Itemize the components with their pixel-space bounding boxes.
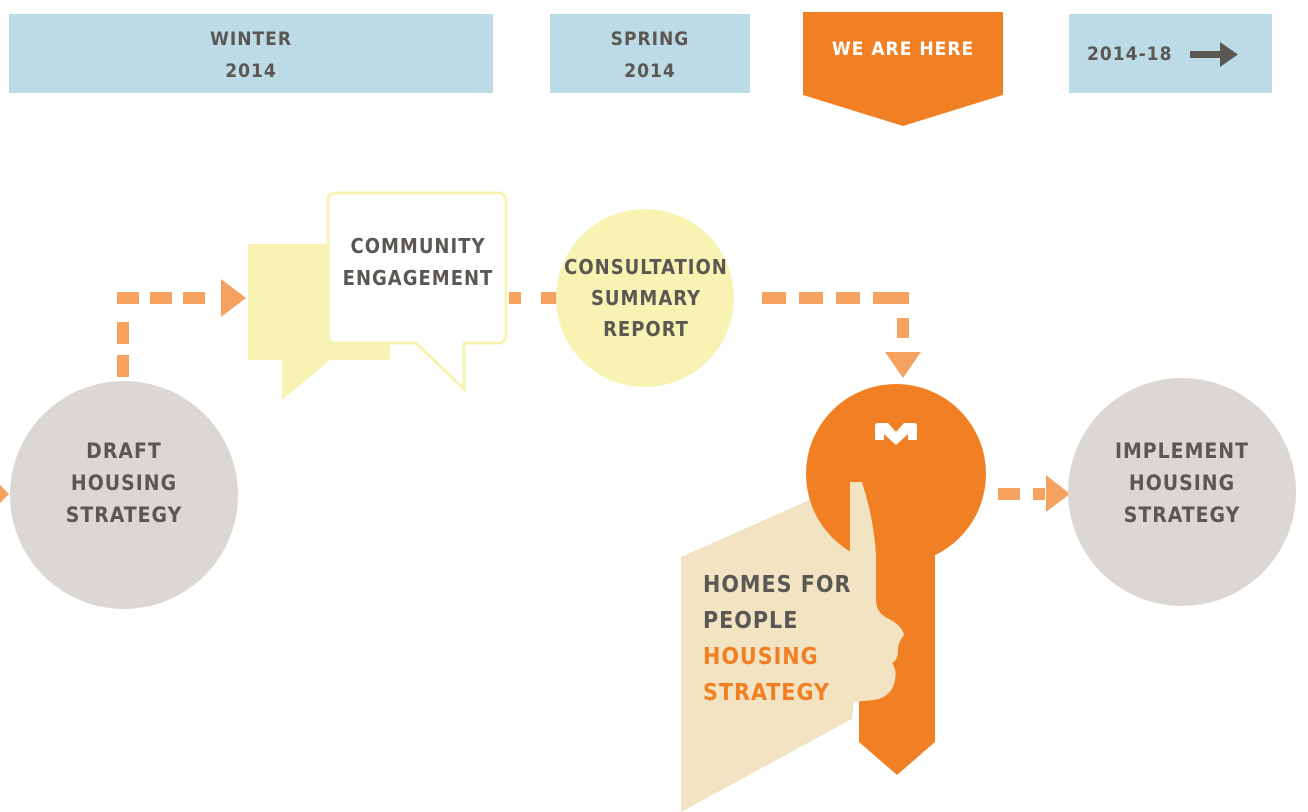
consultation-line3: REPORT [603,317,689,341]
community-line2: ENGAGEMENT [342,266,494,290]
key-label-line2: PEOPLE [703,608,799,634]
timeline-spring-2014: SPRING 2014 [550,14,750,93]
future-label: 2014-18 [1087,43,1173,65]
connector-key-to-implement [998,475,1070,512]
consultation-line1: CONSULTATION [564,255,728,279]
implement-circle [1068,378,1296,606]
entry-arrow [0,485,9,503]
key-label-line3: HOUSING [703,644,819,670]
implement-line1: IMPLEMENT [1114,439,1250,463]
right-arrow-icon [1190,42,1238,67]
spring-label: SPRING [610,28,690,50]
community-line1: COMMUNITY [350,234,486,258]
winter-label: WINTER [209,28,293,50]
key-label-line1: HOMES FOR [703,572,852,598]
speech-bubble-front [326,191,508,393]
connector-draft-to-community [117,279,246,377]
we-are-here-marker [803,12,1003,126]
consultation-line2: SUMMARY [590,286,702,310]
draft-housing-strategy-label: DRAFT HOUSING STRATEGY [34,435,214,531]
spring-year: 2014 [624,60,676,82]
timeline-2014-18: 2014-18 [1069,14,1272,93]
face-profile [850,482,904,720]
draft-line2: HOUSING [70,471,178,495]
implement-line3: STRATEGY [1123,503,1241,527]
draft-line1: DRAFT [86,439,162,463]
connector-consultation-to-key [762,292,921,378]
consultation-circle [556,209,734,387]
head-silhouette-panel [681,482,902,812]
draft-circle [10,381,238,609]
implement-line2: HOUSING [1128,471,1236,495]
community-engagement-label: COMMUNITY ENGAGEMENT [330,230,506,294]
we-are-here-label: WE ARE HERE [831,38,975,60]
connector-community-to-consultation [509,292,561,304]
timeline-winter-2014: WINTER 2014 [9,14,493,93]
key-label-line4: STRATEGY [703,680,830,706]
m-logo-icon [875,423,917,445]
consultation-summary-report-label: CONSULTATION SUMMARY REPORT [556,252,736,345]
homes-for-people-label: HOMES FOR PEOPLE HOUSING STRATEGY [703,567,873,711]
winter-year: 2014 [225,60,277,82]
implement-housing-strategy-label: IMPLEMENT HOUSING STRATEGY [1092,435,1272,531]
draft-line3: STRATEGY [65,503,183,527]
